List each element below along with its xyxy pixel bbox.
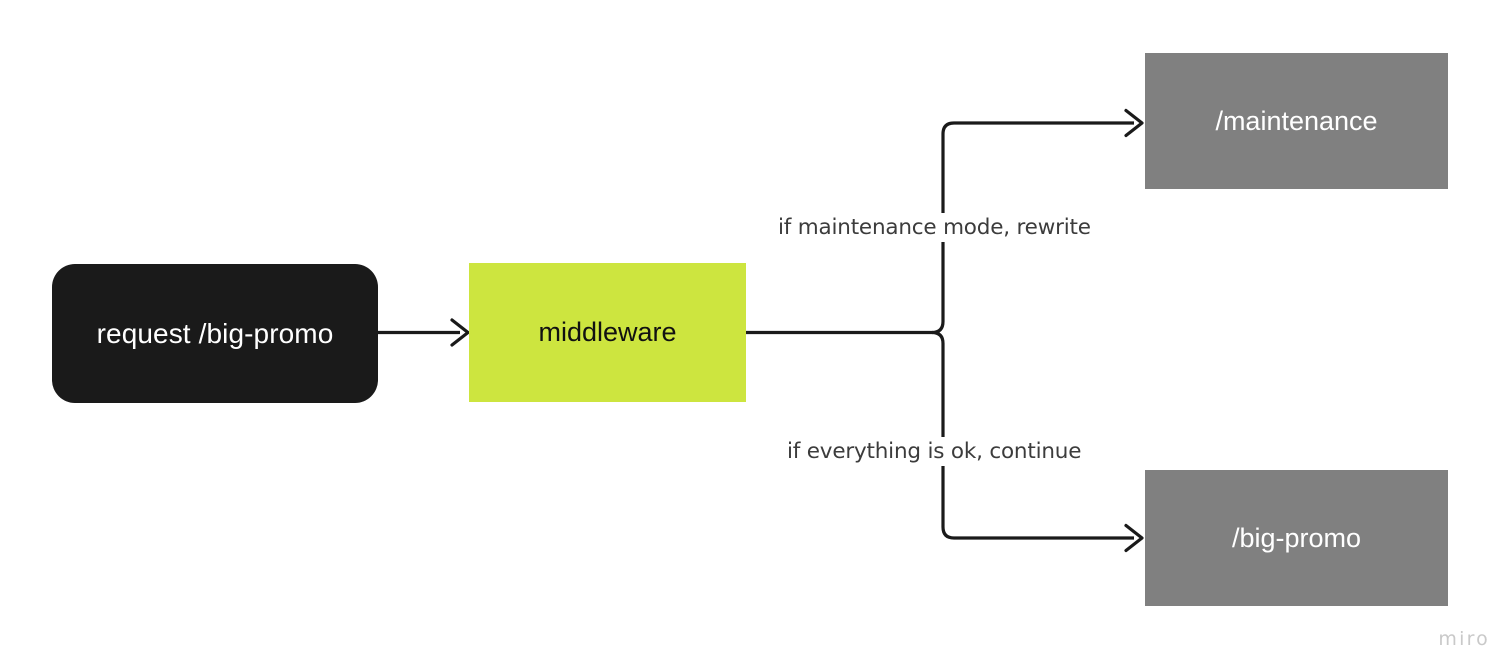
node-request[interactable]: request /big-promo: [52, 264, 378, 403]
node-maintenance[interactable]: /maintenance: [1145, 53, 1448, 189]
edge-label-everything-ok[interactable]: if everything is ok, continue: [781, 437, 1088, 466]
arrowhead-icon: [450, 318, 470, 347]
edge-label-maintenance-rewrite[interactable]: if maintenance mode, rewrite: [772, 213, 1097, 242]
node-middleware[interactable]: middleware: [469, 263, 746, 402]
miro-watermark: miro: [1438, 628, 1490, 650]
edge-middleware-to-maintenance[interactable]: [931, 108, 1144, 335]
edge-request-to-middleware[interactable]: [378, 318, 470, 347]
arrowhead-icon: [1124, 523, 1144, 553]
edge-middleware-to-bigpromo[interactable]: [931, 330, 1144, 553]
arrowhead-icon: [1124, 108, 1144, 138]
node-big-promo[interactable]: /big-promo: [1145, 470, 1448, 606]
